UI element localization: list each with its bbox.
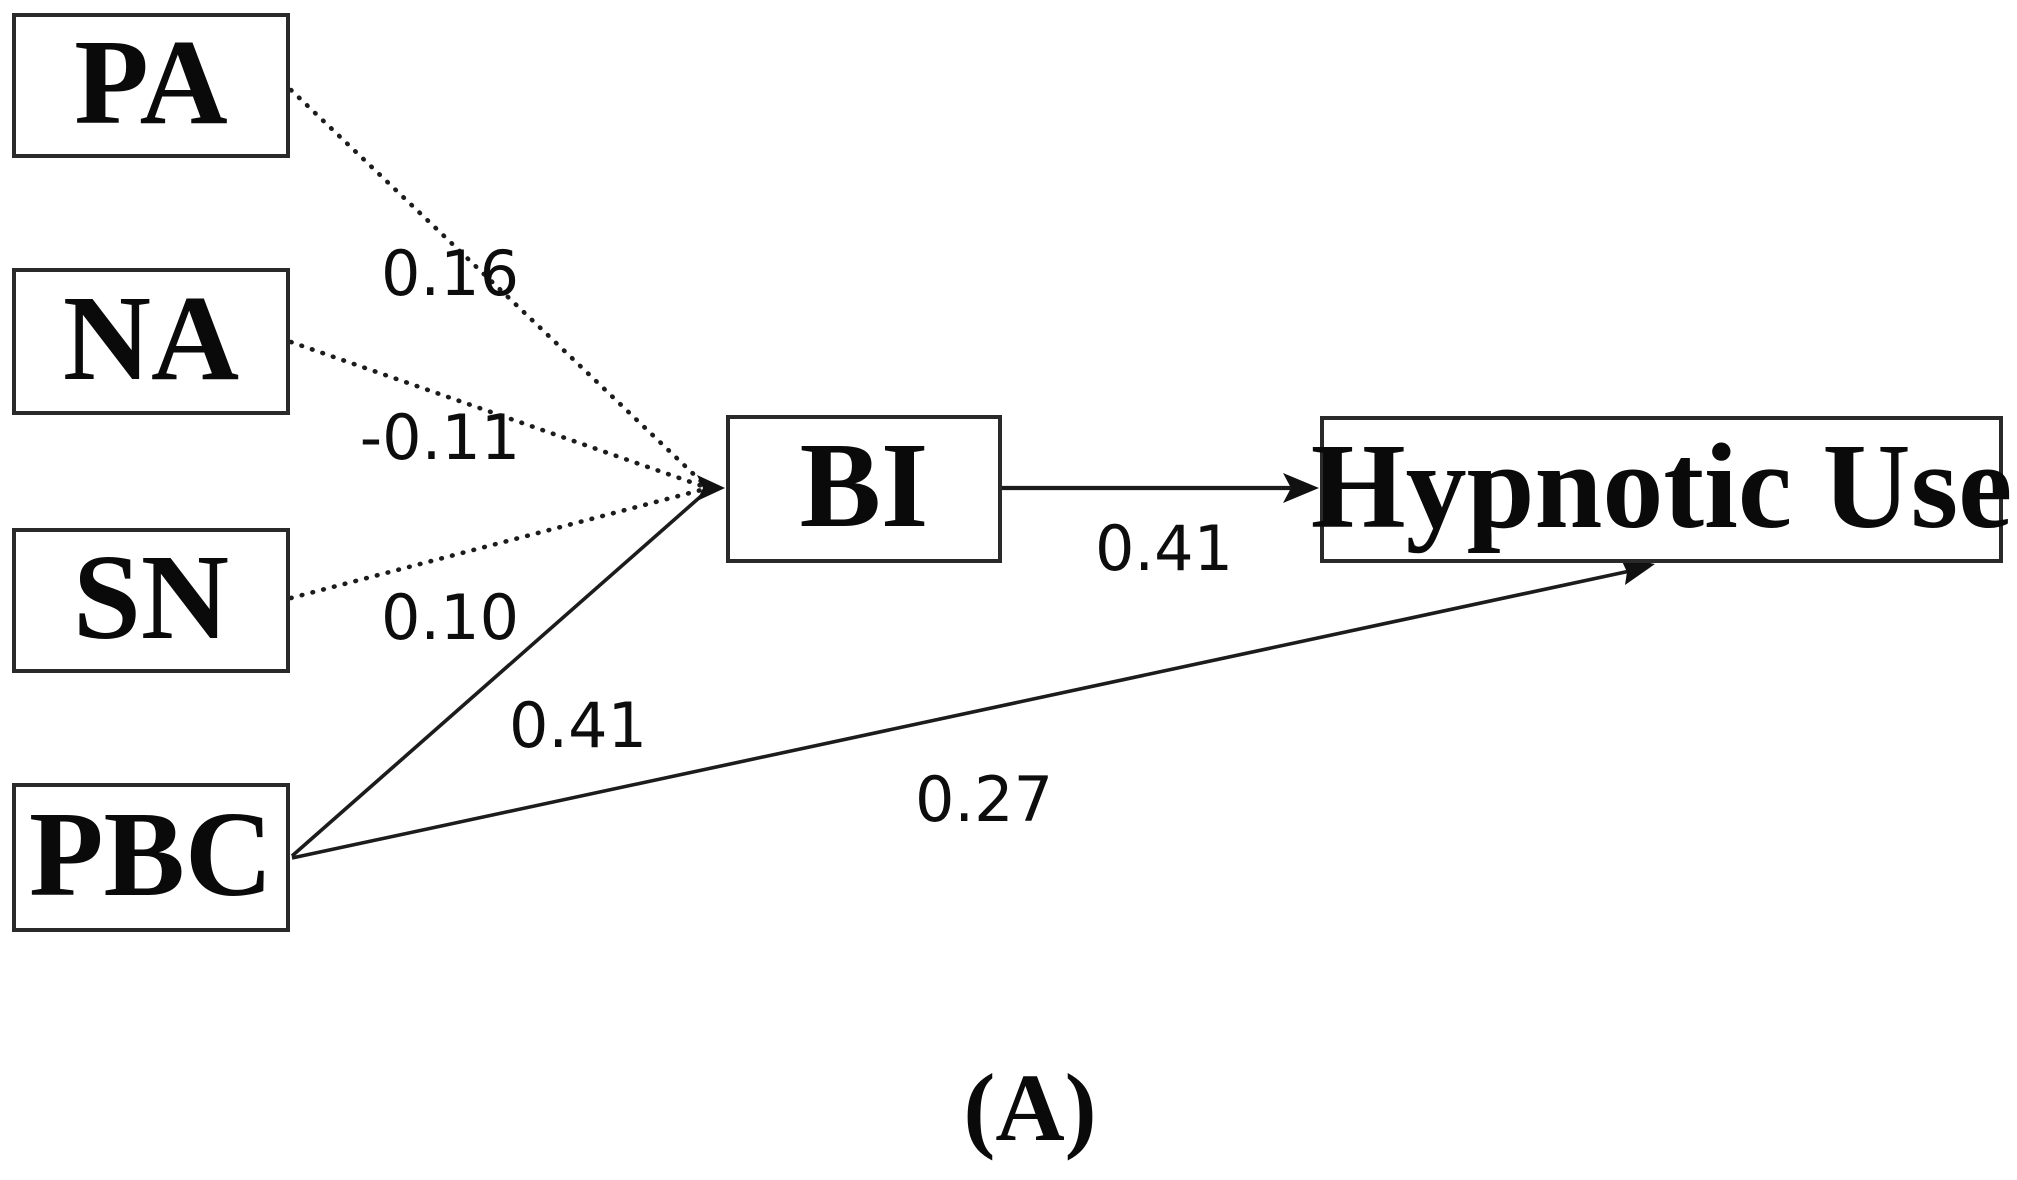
node-na: NA bbox=[12, 268, 290, 415]
coefficient-bi-hu: 0.41 bbox=[1094, 512, 1234, 585]
coefficient-pbc-bi: 0.41 bbox=[508, 689, 648, 762]
node-na-label: NA bbox=[62, 270, 240, 406]
node-bi-label: BI bbox=[799, 418, 929, 553]
coefficient-na-bi: -0.11 bbox=[359, 401, 521, 474]
node-bi: BI bbox=[726, 415, 1002, 563]
coefficient-pa-bi: 0.16 bbox=[380, 237, 520, 310]
node-pbc-label: PBC bbox=[29, 786, 273, 922]
edge-sn-bi-line bbox=[288, 486, 708, 601]
node-pbc: PBC bbox=[12, 783, 290, 932]
edge-pbc-hu-line bbox=[291, 569, 1631, 860]
coefficient-pbc-hu: 0.27 bbox=[914, 763, 1054, 836]
coefficient-sn-bi: 0.10 bbox=[380, 581, 520, 654]
arrowhead-bi-to-hu bbox=[1283, 473, 1319, 503]
edge-pbc-bi-line bbox=[290, 488, 710, 858]
node-hypnotic-use-label: Hypnotic Use bbox=[1310, 418, 2013, 554]
edge-na-bi-line bbox=[288, 339, 708, 490]
node-hypnotic-use: Hypnotic Use bbox=[1311, 416, 2012, 563]
node-pa: PA bbox=[12, 13, 290, 158]
node-pa-label: PA bbox=[74, 14, 228, 150]
arrowhead-into-bi bbox=[697, 475, 725, 501]
arrowhead-pbc-to-hu bbox=[1620, 557, 1655, 585]
node-sn: SN bbox=[12, 528, 290, 673]
figure-panel-caption: (A) bbox=[963, 1054, 1097, 1161]
edge-pa-bi-line bbox=[288, 87, 709, 489]
node-sn-label: SN bbox=[73, 529, 229, 665]
